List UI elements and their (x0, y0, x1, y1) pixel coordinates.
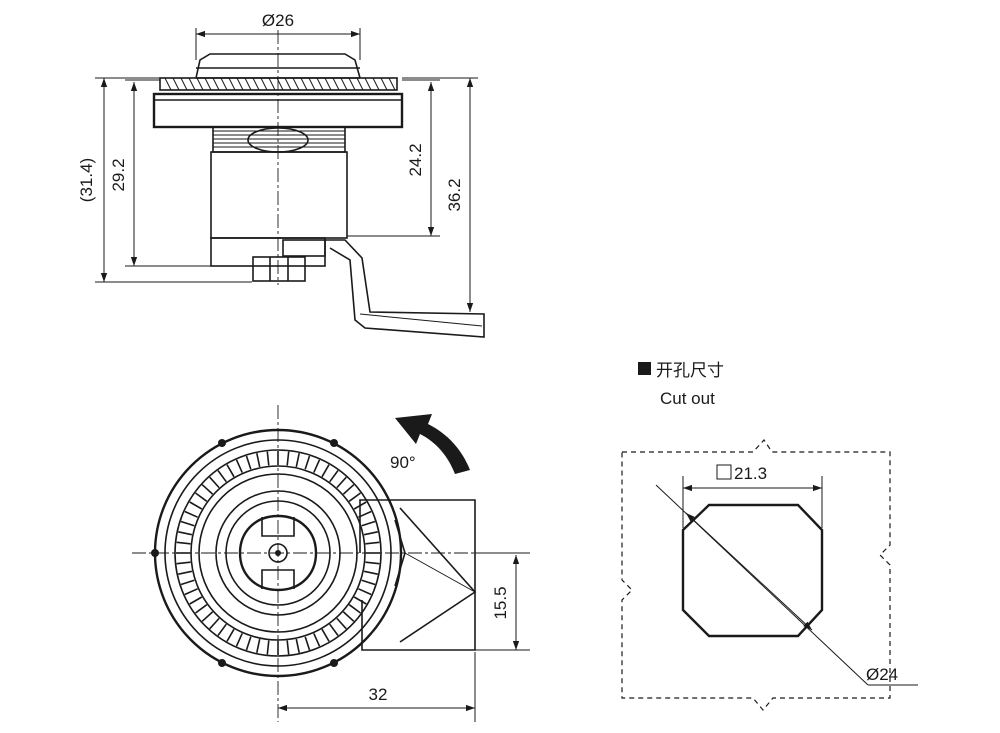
knurl-tooth (217, 623, 227, 636)
knurl-tooth (304, 636, 311, 651)
square-symbol-icon (716, 464, 732, 480)
knurl-tooth (358, 588, 372, 596)
front-view-dimensions: 15.5 32 (278, 552, 530, 722)
knurl-tooth (353, 501, 367, 510)
knurl-tooth (336, 617, 347, 630)
knurl-tooth (348, 492, 361, 502)
knurl-tooth (361, 579, 376, 586)
knurl-tooth (313, 459, 321, 473)
side-view-dimensions: Ø26 (31.4) 29.2 24.2 36.2 (77, 11, 478, 312)
knurl-tooth (178, 531, 193, 536)
knurl-tooth (266, 451, 270, 466)
knurl-tooth (180, 520, 195, 527)
dim-top-diameter: Ø26 (262, 11, 294, 30)
knurl-tooth (295, 638, 300, 653)
knurl-tooth (304, 455, 311, 470)
knurl-tooth (235, 633, 243, 647)
knurl-tooth (189, 596, 203, 605)
dim-cutout-square: 21.3 (734, 464, 767, 483)
dim-cam-width: 15.5 (491, 586, 510, 619)
knurl-tooth (245, 455, 252, 470)
dim-overall-height-ref: (31.4) (77, 158, 96, 202)
knurl-tooth (209, 476, 220, 489)
dim-cutout-diameter: Ø24 (866, 665, 898, 684)
knurl-tooth (189, 501, 203, 510)
knurl-tooth (180, 579, 195, 586)
knurl-tooth (184, 510, 198, 518)
knurl-tooth (353, 596, 367, 605)
cutout-title-cn: 开孔尺寸 (656, 361, 724, 381)
rotation-angle-label: 90° (390, 453, 416, 472)
dim-cam-length: 32 (369, 685, 388, 704)
knurl-tooth (348, 604, 361, 614)
knurl-tooth (195, 604, 208, 614)
knurl-tooth (329, 623, 339, 636)
knurl-tooth (266, 640, 270, 655)
knurl-tooth (201, 484, 214, 495)
knurl-tooth (226, 464, 235, 478)
knurl-tooth (342, 484, 355, 495)
cutout-marker-square (638, 362, 651, 375)
knurl-tooth (329, 470, 339, 483)
knurl-tooth (176, 561, 191, 565)
knurl-tooth (336, 476, 347, 489)
knurl-tooth (286, 640, 290, 655)
knurl-tooth (226, 628, 235, 642)
dim-overall-height: 36.2 (445, 178, 464, 211)
knurl-tooth (256, 453, 261, 468)
knurl-tooth (363, 531, 378, 536)
knurl-tooth (184, 588, 198, 596)
knurl-tooth (201, 611, 214, 622)
front-view: 90° (132, 405, 530, 722)
knurl-tooth (365, 541, 380, 545)
knurl-tooth (286, 451, 290, 466)
knurl-tooth (217, 470, 227, 483)
knurl-marks (164, 77, 396, 91)
knurl-tooth (209, 617, 220, 630)
knurl-tooth (235, 459, 243, 473)
knurl-tooth (361, 520, 376, 527)
knurl-tooth (195, 492, 208, 502)
cutout-view: 开孔尺寸 Cut out 21.3 Ø24 (621, 361, 918, 711)
dim-body-height: 29.2 (109, 158, 128, 191)
knurl-tooth (365, 561, 380, 565)
knurl-tooth (342, 611, 355, 622)
knurl-tooth (245, 636, 252, 651)
knurl-tooth (313, 633, 321, 647)
knurl-tooth (176, 541, 191, 545)
knurl-tooth (321, 628, 330, 642)
knurl-tooth (363, 570, 378, 575)
knurl-tooth (358, 510, 372, 518)
dim-thread-height: 24.2 (406, 143, 425, 176)
knurl-tooth (256, 638, 261, 653)
knurl-tooth (295, 453, 300, 468)
knurl-tooth (321, 464, 330, 478)
cutout-title-en: Cut out (660, 389, 715, 408)
knurl-tooth (178, 570, 193, 575)
side-view (152, 30, 485, 338)
knurl-teeth (176, 451, 380, 655)
